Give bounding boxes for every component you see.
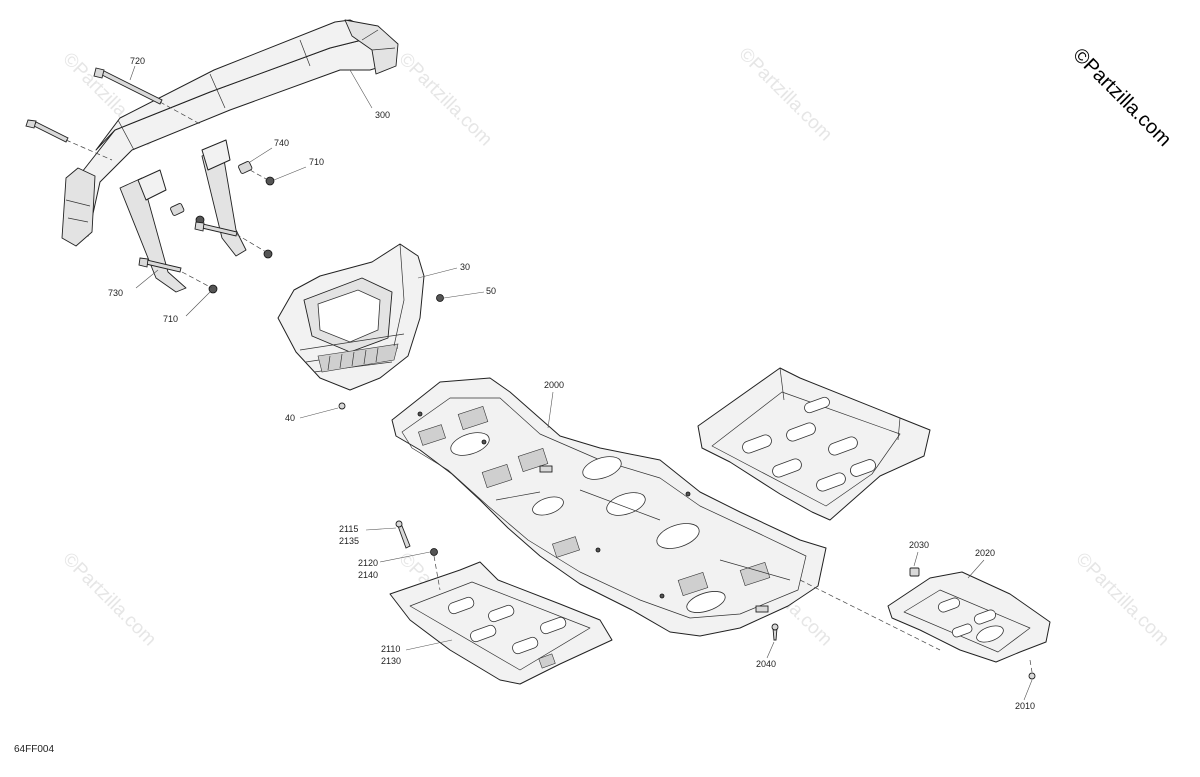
callout-2130[interactable]: 2130 <box>381 656 401 666</box>
bumper-hardware <box>25 67 275 294</box>
callout-2110[interactable]: 2110 <box>381 644 400 654</box>
callout-740[interactable]: 740 <box>274 138 289 148</box>
callout-710-a[interactable]: 710 <box>309 157 324 167</box>
callout-2000[interactable]: 2000 <box>544 380 564 390</box>
watermark-7: ©Partzilla.com <box>1071 549 1173 651</box>
callout-2040[interactable]: 2040 <box>756 659 776 669</box>
rear-skid-plate[interactable] <box>697 367 931 521</box>
watermark-3: ©Partzilla.com <box>734 44 836 146</box>
callout-730[interactable]: 730 <box>108 288 123 298</box>
front-housing[interactable] <box>277 243 425 391</box>
small-skid-plate[interactable] <box>887 571 1051 663</box>
callout-2010[interactable]: 2010 <box>1015 701 1035 711</box>
callout-40[interactable]: 40 <box>285 413 295 423</box>
callout-300[interactable]: 300 <box>375 110 390 120</box>
callout-50[interactable]: 50 <box>486 286 496 296</box>
watermark-2: ©Partzilla.com <box>394 49 496 151</box>
fastener-50[interactable] <box>436 294 444 302</box>
watermark-4: ©Partzilla.com <box>58 549 160 651</box>
callout-2135[interactable]: 2135 <box>339 536 359 546</box>
skid-nut-2120[interactable] <box>430 548 438 556</box>
callout-labels: 720 300 740 710 730 710 30 50 40 2000 21… <box>108 56 1035 711</box>
front-left-skid-plate[interactable] <box>389 561 613 685</box>
callout-2140[interactable]: 2140 <box>358 570 378 580</box>
callout-2120[interactable]: 2120 <box>358 558 378 568</box>
copyright-text: ©Partzilla.com <box>1068 44 1175 151</box>
callout-2030[interactable]: 2030 <box>909 540 929 550</box>
screw-2010[interactable] <box>1028 672 1036 680</box>
fastener-40[interactable] <box>338 402 346 410</box>
callout-2115[interactable]: 2115 <box>339 524 358 534</box>
callout-710-b[interactable]: 710 <box>163 314 178 324</box>
skid-fastener-2040[interactable] <box>771 623 779 641</box>
clip-2030[interactable] <box>909 567 920 577</box>
diagram-code: 64FF004 <box>14 744 54 755</box>
callout-2020[interactable]: 2020 <box>975 548 995 558</box>
nut-710-b[interactable] <box>208 284 218 294</box>
main-skid-plate[interactable] <box>391 377 827 637</box>
leader-lines <box>129 65 1033 701</box>
front-bumper[interactable] <box>61 19 399 293</box>
skid-bolt-2115[interactable] <box>395 520 411 549</box>
callout-30[interactable]: 30 <box>460 262 470 272</box>
callout-720[interactable]: 720 <box>130 56 145 66</box>
nut-710-a[interactable] <box>265 176 275 186</box>
